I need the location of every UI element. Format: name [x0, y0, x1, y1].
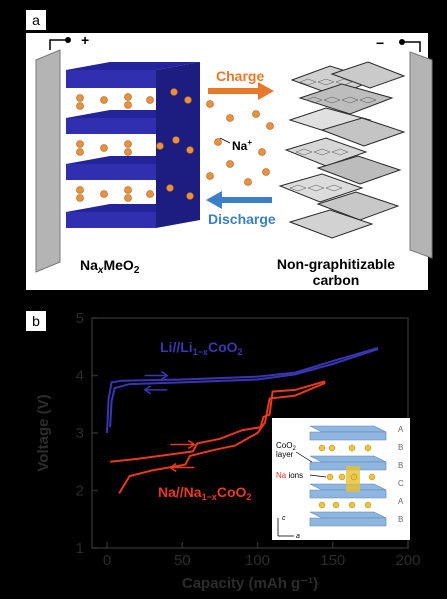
direction-arrowhead-2	[187, 439, 196, 450]
negative-terminal-dot	[399, 39, 405, 45]
carbon-hex-pattern	[289, 78, 377, 192]
inset-stacking-letter: C	[398, 479, 404, 488]
direction-arrowhead-3	[168, 462, 177, 473]
panel-label-a: a	[26, 10, 46, 30]
electrolyte-na-ions	[206, 100, 274, 186]
discharge-arrow	[206, 191, 272, 209]
negative-electrode-plate	[409, 51, 433, 259]
cathode-formula-label: NaxMeO2	[80, 257, 140, 276]
negative-terminal-sign: −	[376, 35, 384, 51]
inset-stacking-letter: A	[398, 425, 404, 434]
inset-c-axis-label: c	[282, 515, 286, 522]
inset-stacking-letter: B	[398, 443, 403, 452]
inset-na-ions-label: Na ions	[276, 471, 303, 480]
inset-layer-pointer	[295, 451, 313, 463]
y-tick-label: 2	[76, 483, 84, 500]
charge-label: Charge	[216, 68, 264, 84]
x-tick-label: 200	[395, 552, 420, 569]
y-tick-label: 4	[76, 368, 84, 385]
carbon-anode-graphene-sheets	[278, 61, 406, 239]
x-tick-label: 0	[103, 552, 111, 569]
panel-a-schematic: + − Na+ Charge Discharge	[26, 32, 433, 290]
cathode-na-ions	[76, 88, 194, 202]
inset-a-axis-label: a	[296, 533, 300, 540]
series-0-charge-curve	[106, 346, 379, 434]
na-ion-label: Na+	[232, 138, 252, 153]
inset-ion-pointer	[309, 474, 327, 478]
positive-electrode-plate	[35, 49, 61, 273]
x-axis-label: Capacity (mAh g⁻¹)	[182, 575, 318, 592]
y-tick-label: 5	[76, 310, 84, 327]
na-ion-pointer	[219, 137, 231, 144]
direction-arrows	[143, 370, 196, 473]
negative-wire	[404, 41, 421, 52]
series-label-li: Li//Li1−xCoO2	[160, 339, 243, 357]
series-1-discharge-curve	[118, 382, 326, 494]
inset-coo2-label: CoO2	[276, 441, 296, 452]
x-tick-label: 50	[174, 552, 191, 569]
positive-terminal-dot	[65, 37, 71, 43]
series-1-charge-curve	[109, 380, 326, 463]
x-tick-label: 100	[245, 552, 270, 569]
positive-wire	[49, 39, 66, 50]
discharge-label: Discharge	[208, 211, 276, 227]
anode-label-line2: carbon	[313, 272, 360, 288]
y-axis-label: Voltage (V)	[35, 394, 52, 471]
inset-stacking-letter: B	[398, 515, 403, 524]
panel-label-b: b	[26, 311, 46, 331]
chart-curves	[106, 346, 379, 494]
inset-layer-label: layer	[276, 450, 294, 459]
y-tick-label: 3	[76, 425, 84, 442]
inset-stacking-letter: B	[398, 461, 403, 470]
series-label-na: Na//Na1−xCoO2	[158, 484, 251, 502]
inset-stacking-letter: A	[398, 497, 404, 506]
anode-label-line1: Non-graphitizable	[277, 256, 395, 272]
direction-arrowhead-0	[160, 370, 169, 381]
charge-arrow	[208, 82, 274, 100]
y-tick-label: 1	[76, 540, 84, 557]
direction-arrowhead-1	[143, 385, 152, 395]
x-tick-label: 150	[320, 552, 345, 569]
positive-terminal-sign: +	[81, 32, 89, 48]
series-0-discharge-curve	[109, 348, 379, 428]
